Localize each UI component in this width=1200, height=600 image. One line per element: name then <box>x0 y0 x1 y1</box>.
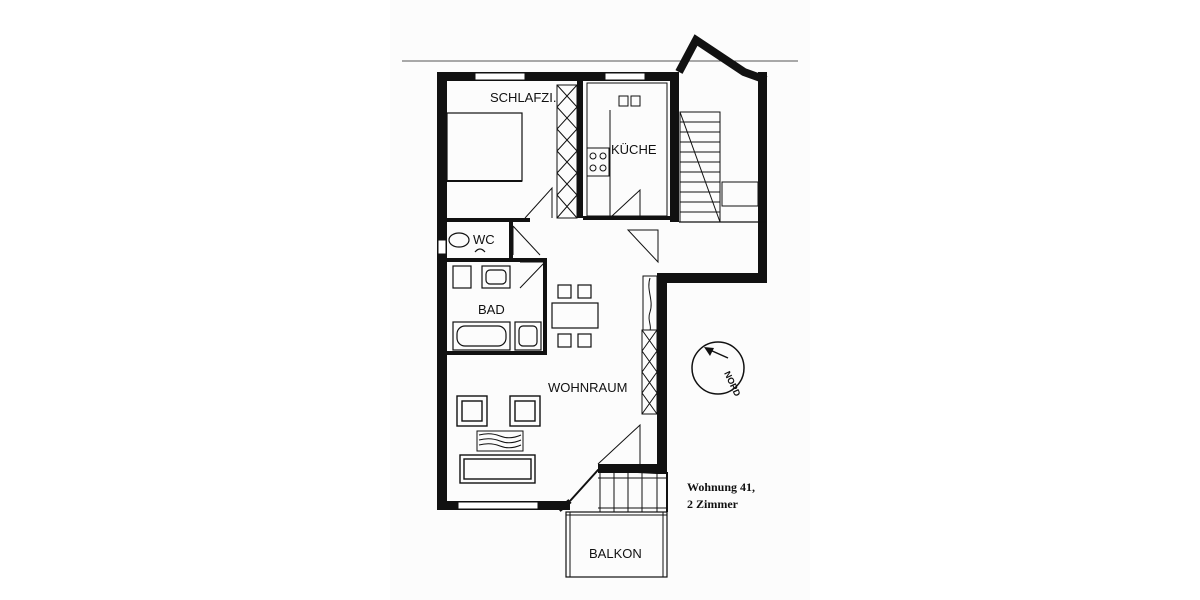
exterior-walls <box>437 72 767 510</box>
label-schlafzimmer: SCHLAFZI. <box>490 90 556 105</box>
doors <box>512 186 659 465</box>
dining-set <box>551 284 599 348</box>
caption-line-2: 2 Zimmer <box>687 497 739 511</box>
label-wohnraum: WOHNRAUM <box>548 380 627 395</box>
compass-label: NORD <box>722 370 742 399</box>
label-balkon: BALKON <box>589 546 642 561</box>
label-kueche: KÜCHE <box>611 142 657 157</box>
label-bad: BAD <box>478 302 505 317</box>
north-arrow-icon <box>709 349 729 359</box>
bed <box>446 112 523 182</box>
interior-walls <box>447 81 670 355</box>
kitchen-fixtures <box>586 82 668 217</box>
windows <box>437 72 646 510</box>
wardrobe <box>556 84 658 415</box>
north-compass <box>691 341 745 395</box>
wc-fixtures <box>448 232 486 253</box>
bath-fixtures <box>452 265 542 351</box>
label-wc: WC <box>473 232 495 247</box>
living-furniture <box>456 395 541 484</box>
stair-bay <box>675 34 768 223</box>
caption-line-1: Wohnung 41, <box>687 480 755 494</box>
balcony <box>557 468 668 578</box>
